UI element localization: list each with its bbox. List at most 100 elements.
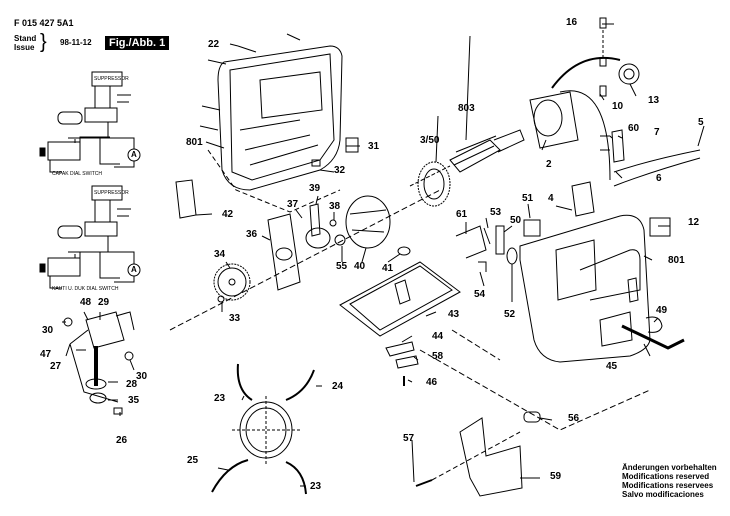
circuit-1-box-label: SUPPRESSOR xyxy=(94,76,129,82)
label-41: 41 xyxy=(382,263,394,274)
part-58 xyxy=(395,355,419,369)
label-12: 12 xyxy=(688,217,700,228)
part-30b xyxy=(124,351,134,361)
part-52 xyxy=(506,247,518,265)
label-23-top: 23 xyxy=(214,393,226,404)
part-40 xyxy=(345,195,391,249)
label-61: 61 xyxy=(456,209,468,220)
part-50 xyxy=(495,225,505,255)
brace-icon: } xyxy=(40,31,47,53)
dial-knob-1 xyxy=(39,147,46,157)
part-59-guard xyxy=(459,417,523,497)
part-16 xyxy=(599,17,607,29)
circuit-2-box-label: SUPPRESSOR xyxy=(94,190,129,196)
stand-issue-label: Stand Issue xyxy=(14,34,36,52)
part-60-screws xyxy=(600,135,610,151)
label-60: 60 xyxy=(628,123,640,134)
label-3-50: 3/50 xyxy=(420,135,440,146)
part-44 xyxy=(385,341,415,357)
part-61 xyxy=(455,225,487,259)
label-16: 16 xyxy=(566,17,578,28)
part-7-clamp xyxy=(611,129,625,163)
label-34: 34 xyxy=(214,249,226,260)
note-fr: Modifications reservees xyxy=(622,481,714,490)
suppressor-box-2 xyxy=(91,185,123,201)
label-49: 49 xyxy=(656,305,668,316)
part-57-screw xyxy=(415,479,433,487)
part-2-stator xyxy=(529,56,621,181)
label-33: 33 xyxy=(229,313,241,324)
label-42: 42 xyxy=(222,209,234,220)
switch-block-2 xyxy=(84,221,118,237)
label-39: 39 xyxy=(309,183,321,194)
dial-switch-2 xyxy=(47,257,81,277)
part-16b xyxy=(599,57,607,67)
switch-block-1 xyxy=(84,107,118,123)
label-10: 10 xyxy=(612,101,624,112)
label-29: 29 xyxy=(98,297,110,308)
label-38: 38 xyxy=(329,201,341,212)
part-803-armature xyxy=(409,129,525,187)
label-31: 31 xyxy=(368,141,380,152)
label-7: 7 xyxy=(654,127,660,138)
label-23-bottom: 23 xyxy=(310,481,322,492)
part-43-baseplate xyxy=(339,261,461,337)
label-53: 53 xyxy=(490,207,502,218)
part-26 xyxy=(113,407,123,415)
circuit-2-caption: KAUTI U. DUK DIAL SWITCH xyxy=(52,286,119,292)
part-53 xyxy=(483,227,491,245)
label-803: 803 xyxy=(458,103,475,114)
housing-left xyxy=(217,45,343,191)
label-2: 2 xyxy=(546,159,552,170)
label-57: 57 xyxy=(403,433,415,444)
label-46: 46 xyxy=(426,377,438,388)
circuit-2-meter-label: A xyxy=(131,265,137,274)
label-50: 50 xyxy=(510,215,522,226)
label-22: 22 xyxy=(208,39,220,50)
note-es: Salvo modificaciones xyxy=(622,490,704,499)
label-32: 32 xyxy=(334,165,346,176)
label-30-left: 30 xyxy=(42,325,54,336)
label-52: 52 xyxy=(504,309,516,320)
label-25: 25 xyxy=(187,455,199,466)
label-55: 55 xyxy=(336,261,348,272)
part-49 xyxy=(645,316,663,333)
part-13 xyxy=(618,63,640,85)
issue-label: Issue xyxy=(14,43,35,52)
part-54 xyxy=(478,261,487,272)
label-28: 28 xyxy=(126,379,138,390)
circuit-1-meter-label: A xyxy=(131,150,137,159)
label-27: 27 xyxy=(50,361,62,372)
part-3-50-fan xyxy=(417,161,451,207)
label-58: 58 xyxy=(432,351,444,362)
stand-label: Stand xyxy=(14,34,37,43)
label-4: 4 xyxy=(548,193,554,204)
housing-right xyxy=(519,214,651,363)
brush-assembly xyxy=(211,363,315,495)
label-56: 56 xyxy=(568,413,580,424)
label-37: 37 xyxy=(287,199,299,210)
motor-1 xyxy=(57,111,83,125)
label-36: 36 xyxy=(246,229,258,240)
label-48: 48 xyxy=(80,297,92,308)
part-38 xyxy=(329,219,337,227)
part-32 xyxy=(311,159,321,167)
circuit-1-caption: CAPAK DIAL SWITCH xyxy=(52,171,103,177)
modification-notes: Änderungen vorbehalten Modifications res… xyxy=(622,463,717,499)
part-6-cable xyxy=(613,149,701,187)
label-47: 47 xyxy=(40,349,52,360)
part-51 xyxy=(523,219,541,237)
part-36 xyxy=(267,213,301,291)
label-54: 54 xyxy=(474,289,486,300)
label-5: 5 xyxy=(698,117,704,128)
part-42 xyxy=(175,179,197,219)
suppressor-box-1 xyxy=(91,71,123,87)
dial-knob-2 xyxy=(39,263,46,273)
dial-switch-1 xyxy=(47,141,81,161)
note-en: Modifications reserved xyxy=(622,472,710,481)
label-26: 26 xyxy=(116,435,128,446)
circuit-diagram-2 xyxy=(39,185,141,289)
label-13: 13 xyxy=(648,95,660,106)
note-de: Änderungen vorbehalten xyxy=(622,463,717,472)
